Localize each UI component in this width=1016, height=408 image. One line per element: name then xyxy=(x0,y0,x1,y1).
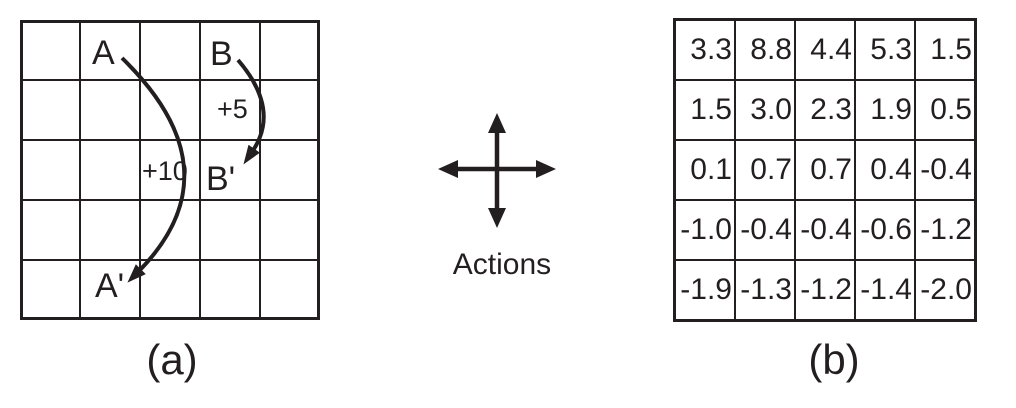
label-state-a: A xyxy=(92,34,115,72)
value-cell-r3c2: 0.7 xyxy=(735,140,795,200)
value-cell-r4c1: -1.0 xyxy=(675,200,735,260)
label-state-b: B xyxy=(210,35,233,73)
value-cell-r4c2: -0.4 xyxy=(735,200,795,260)
label-reward-plus10: +10 xyxy=(142,156,188,186)
value-cell-r3c4: 0.4 xyxy=(855,140,915,200)
value-cell-r4c3: -0.4 xyxy=(795,200,855,260)
value-cell-r2c3: 2.3 xyxy=(795,80,855,140)
value-cell-r1c4: 5.3 xyxy=(855,20,915,80)
value-cell-r2c5: 0.5 xyxy=(915,80,975,140)
label-reward-plus5: +5 xyxy=(217,94,248,124)
arrow-b-to-bprime xyxy=(236,58,266,165)
value-cell-r1c3: 4.4 xyxy=(795,20,855,80)
value-cell-r2c4: 1.9 xyxy=(855,80,915,140)
value-cell-r4c4: -0.6 xyxy=(855,200,915,260)
caption-a: (a) xyxy=(146,336,198,383)
caption-b: (b) xyxy=(808,336,860,383)
value-cell-r1c5: 1.5 xyxy=(915,20,975,80)
value-cell-r3c3: 0.7 xyxy=(795,140,855,200)
value-cell-r5c3: -1.2 xyxy=(795,260,855,320)
actions-cross-icon xyxy=(438,113,556,228)
gridworld-grid xyxy=(20,20,320,320)
actions-label: Actions xyxy=(452,248,552,281)
grid-outer-border xyxy=(20,20,320,320)
value-cell-r5c5: -2.0 xyxy=(915,260,975,320)
value-cell-r2c2: 3.0 xyxy=(735,80,795,140)
value-cell-r3c1: 0.1 xyxy=(675,140,735,200)
label-state-b-prime: B' xyxy=(206,160,235,198)
value-cell-r5c4: -1.4 xyxy=(855,260,915,320)
value-cell-r2c1: 1.5 xyxy=(675,80,735,140)
value-cell-r5c1: -1.9 xyxy=(675,260,735,320)
arrow-a-to-aprime xyxy=(120,56,187,283)
value-cell-r4c5: -1.2 xyxy=(915,200,975,260)
value-cell-r3c5: -0.4 xyxy=(915,140,975,200)
value-cell-r5c2: -1.3 xyxy=(735,260,795,320)
value-cell-r1c2: 8.8 xyxy=(735,20,795,80)
label-state-a-prime: A' xyxy=(95,267,124,305)
value-cell-r1c1: 3.3 xyxy=(675,20,735,80)
